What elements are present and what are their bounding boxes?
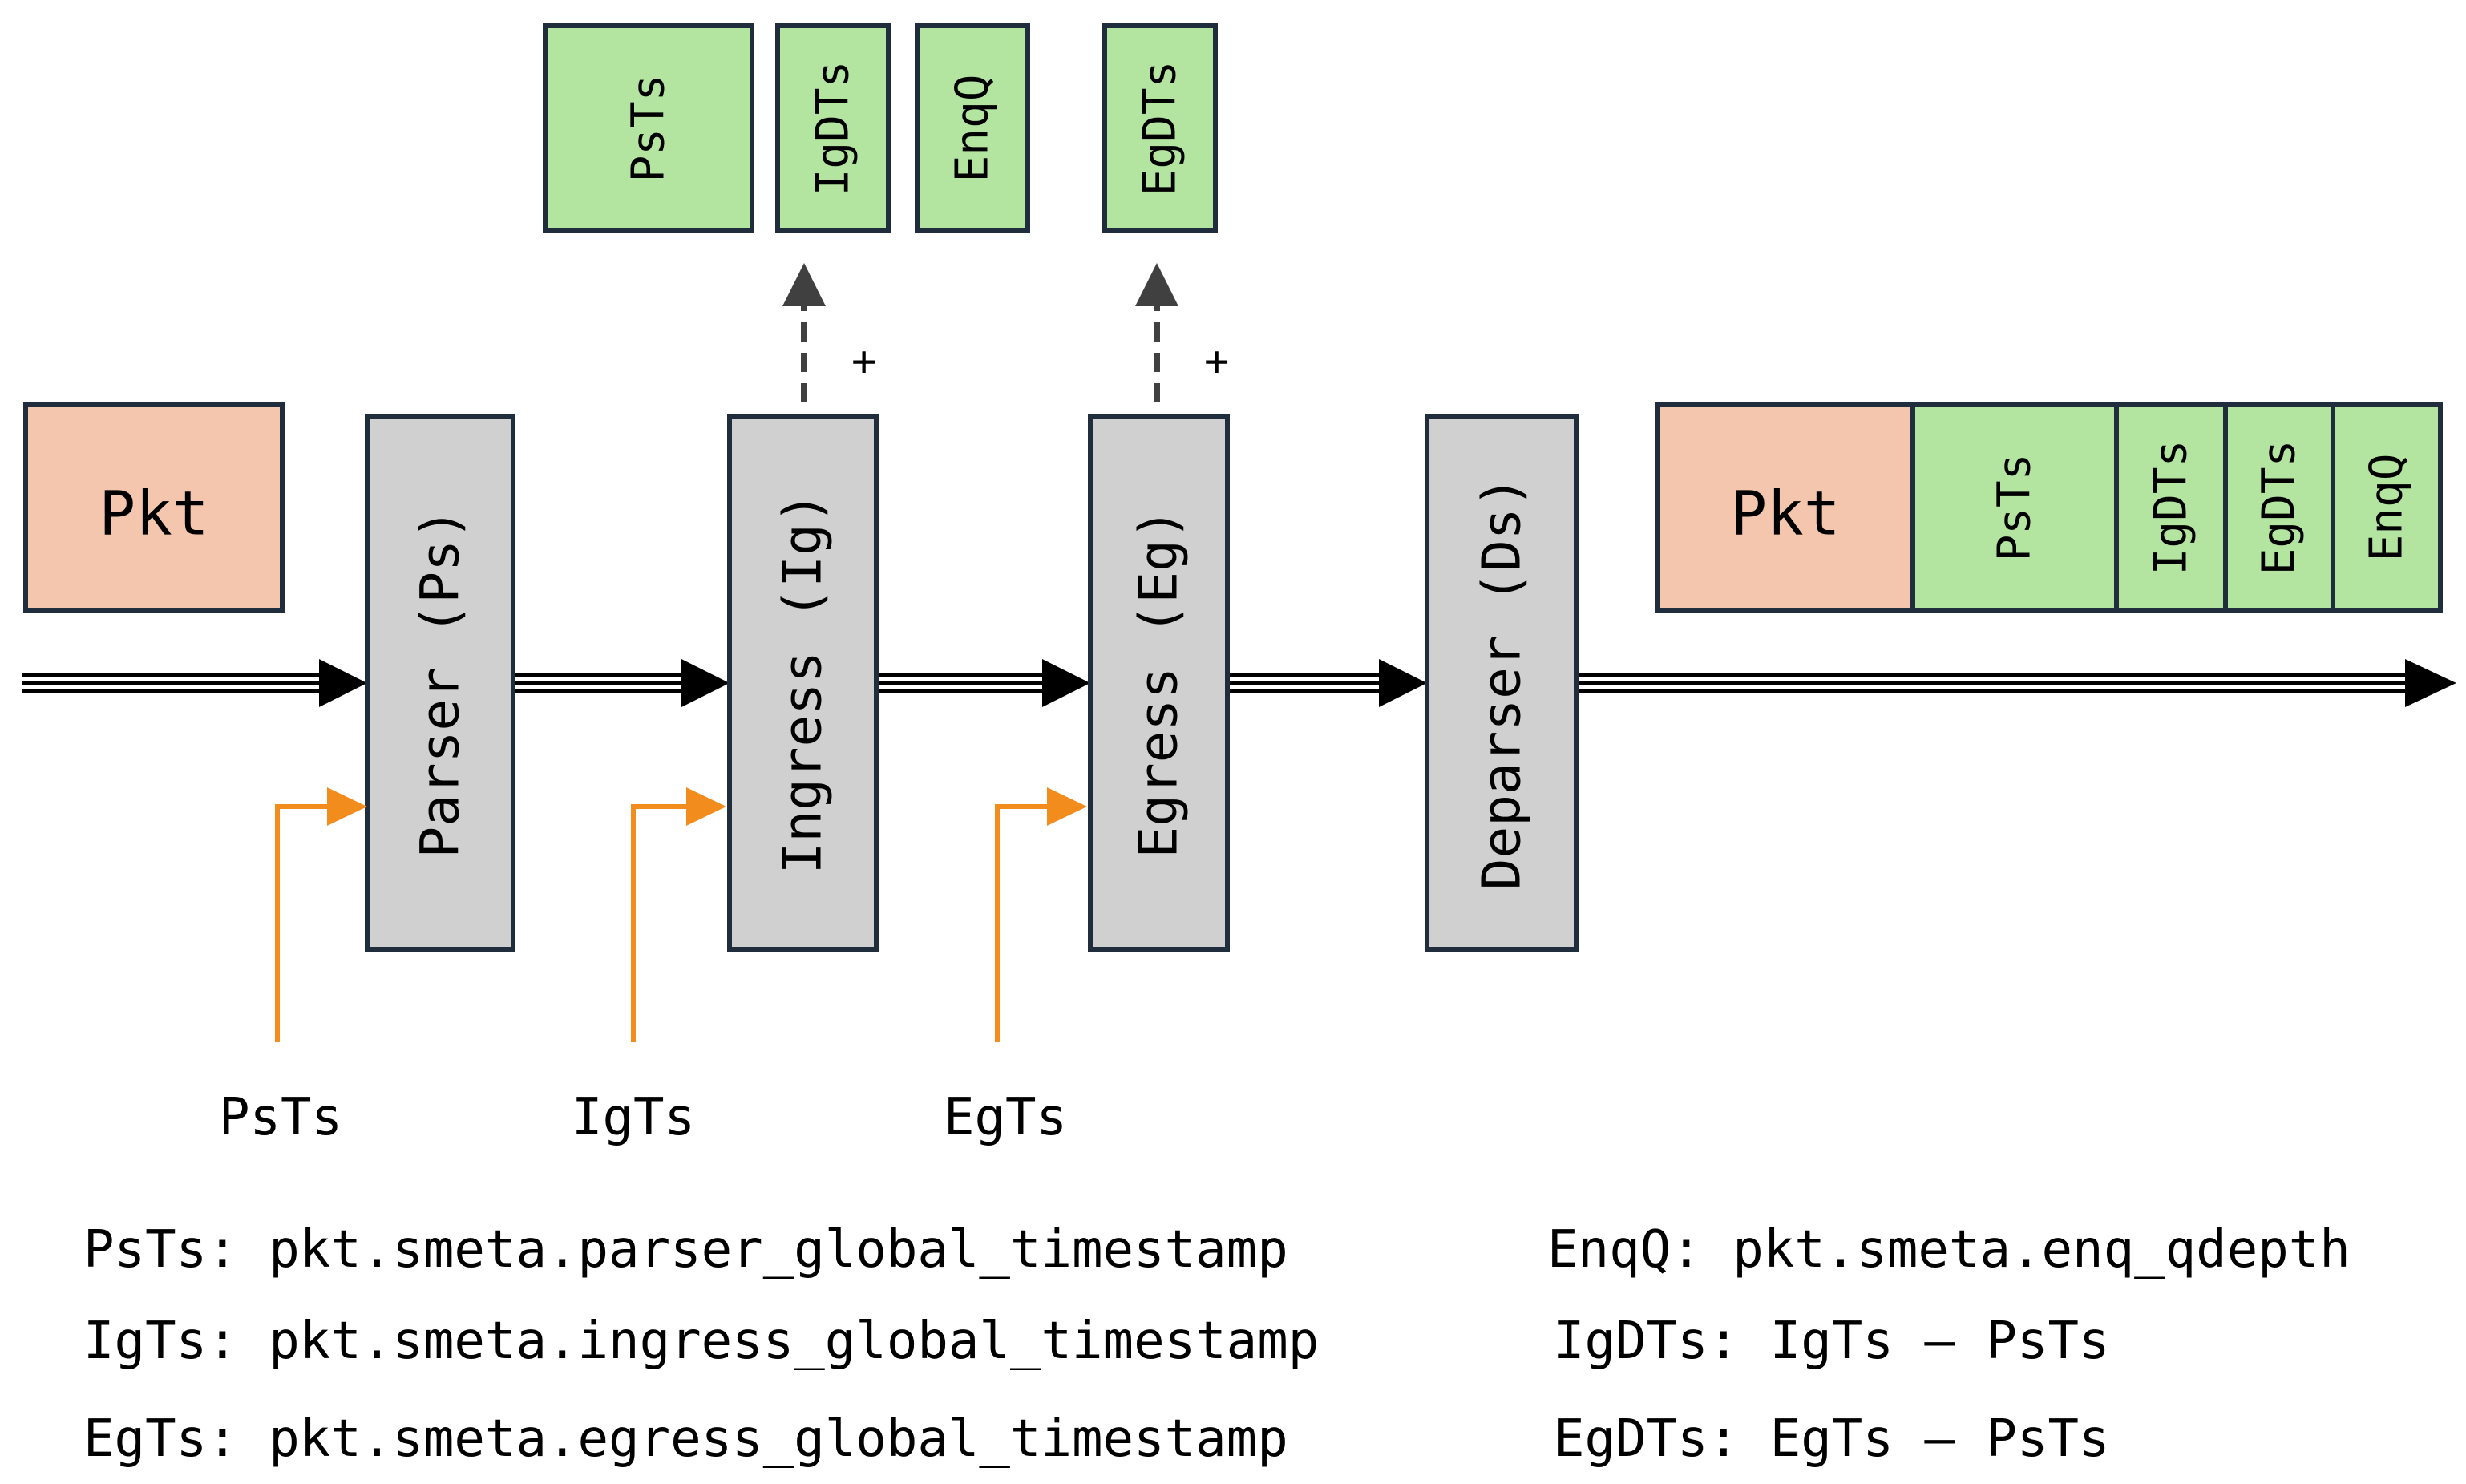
timestamp-labels: PsTs IgTs EgTs	[219, 1088, 1067, 1147]
flow-arrowhead-4	[1379, 659, 1427, 707]
egdts-meta-box	[1102, 23, 1218, 233]
egdts-meta-label: EgDTs	[1134, 61, 1187, 196]
legend-left-line-2: IgTs: pkt.smeta.ingress_global_timestamp	[83, 1312, 1319, 1371]
igts-timestamp-arrowhead	[686, 787, 726, 826]
flow-arrowhead-1	[319, 659, 367, 707]
deparser-stage-label: Deparser (Ds)	[1471, 476, 1533, 891]
enqq-meta-label: EnqQ	[947, 75, 999, 183]
output-packet-label: Pkt	[1730, 478, 1840, 549]
legend-right-line-2: IgDTs: IgTs – PsTs	[1554, 1312, 2110, 1371]
egress-plus-sign: +	[1204, 338, 1229, 386]
egts-timestamp-arrow	[995, 804, 1049, 1042]
psts-meta-label: PsTs	[623, 75, 675, 183]
egress-stage-label: Egress (Eg)	[1128, 507, 1190, 858]
metadata-write-arrows: + +	[782, 263, 1229, 433]
psts-timestamp-label: PsTs	[219, 1088, 342, 1147]
psts-timestamp-arrowhead	[327, 787, 367, 826]
flow-arrowhead-output	[2405, 659, 2456, 707]
igts-timestamp-arrow	[631, 804, 688, 1042]
output-egdts-label: EgDTs	[2254, 440, 2306, 576]
legend-left-line-3: EgTs: pkt.smeta.egress_global_timestamp	[83, 1409, 1288, 1469]
igdts-meta-label: IgDTs	[807, 61, 859, 196]
ingress-plus-sign: +	[851, 338, 876, 386]
pipeline-stages: Parser (Ps) Ingress (Ig) Egress (Eg) Dep…	[365, 414, 1579, 952]
egts-timestamp-arrowhead	[1047, 787, 1087, 826]
top-metadata-row: PsTs IgDTs EnqQ EgDTs	[543, 23, 1218, 233]
output-igdts-box	[2114, 402, 2228, 613]
input-packet-label: Pkt	[99, 478, 208, 549]
flow-arrowhead-2	[681, 659, 730, 707]
output-psts-box	[1910, 402, 2119, 613]
legend: PsTs: pkt.smeta.parser_global_timestamp …	[83, 1220, 2351, 1469]
output-igdts-label: IgDTs	[2145, 440, 2197, 576]
output-packet-box	[1655, 402, 1915, 613]
legend-left-line-1: PsTs: pkt.smeta.parser_global_timestamp	[83, 1220, 1288, 1280]
deparser-stage-box	[1425, 414, 1579, 952]
input-packet-box	[23, 402, 285, 613]
pipeline-flow	[22, 659, 2456, 707]
parser-stage-label: Parser (Ps)	[410, 507, 471, 858]
timestamp-arrows	[275, 787, 1087, 1042]
ingress-stage-box	[727, 414, 879, 952]
egts-timestamp-label: EgTs	[944, 1088, 1067, 1147]
enqq-meta-box	[915, 23, 1030, 233]
ingress-dashed-arrowhead	[782, 263, 826, 306]
igdts-meta-box	[775, 23, 891, 233]
legend-right-line-3: EgDTs: EgTs – PsTs	[1554, 1409, 2110, 1469]
output-enqq-box	[2331, 402, 2443, 613]
igts-timestamp-label: IgTs	[572, 1088, 695, 1147]
egress-dashed-arrowhead	[1135, 263, 1178, 306]
flow-arrowhead-3	[1042, 659, 1090, 707]
legend-right-line-1: EnqQ: pkt.smeta.enq_qdepth	[1547, 1220, 2351, 1280]
parser-stage-box	[365, 414, 515, 952]
output-enqq-label: EnqQ	[2361, 454, 2413, 562]
psts-meta-box	[543, 23, 754, 233]
output-psts-label: PsTs	[1989, 454, 2041, 562]
ingress-stage-label: Ingress (Ig)	[772, 492, 834, 875]
egress-stage-box	[1088, 414, 1230, 952]
output-packet: Pkt PsTs IgDTs EgDTs EnqQ	[1655, 402, 2443, 613]
psts-timestamp-arrow	[275, 804, 330, 1042]
